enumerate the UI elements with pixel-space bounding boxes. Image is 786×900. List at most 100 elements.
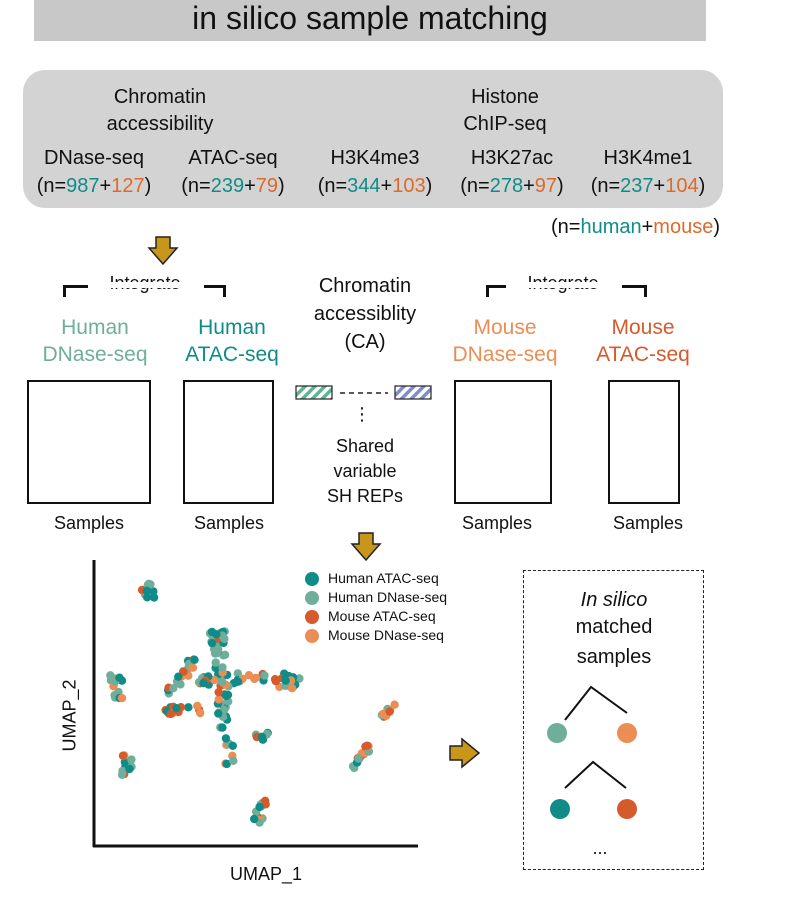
samples-label-4: Samples	[612, 513, 684, 533]
umap-point	[222, 691, 231, 701]
umap-point	[255, 802, 264, 812]
umap-point	[115, 673, 124, 682]
umap-point	[281, 676, 290, 685]
shared-features-icon	[295, 385, 432, 400]
legend-label: Human DNase-seq	[328, 589, 448, 605]
umap-point	[244, 671, 254, 680]
umap-point	[354, 754, 363, 763]
assay-count: (n=237+104)	[590, 175, 706, 197]
umap-point	[250, 814, 259, 824]
umap-point	[287, 684, 297, 693]
umap-point	[222, 759, 231, 769]
legend-label: Mouse ATAC-seq	[328, 608, 436, 624]
umap-xlabel: UMAP_1	[229, 864, 303, 884]
umap-ylabel: UMAP_2	[59, 679, 80, 752]
umap-point	[218, 723, 227, 732]
umap-point	[212, 648, 222, 658]
umap-point	[127, 755, 136, 764]
down-arrow-icon	[147, 236, 179, 266]
matched-tree-diagram	[547, 685, 637, 819]
umap-point	[257, 732, 267, 742]
umap-points	[106, 579, 399, 827]
umap-point	[233, 669, 242, 678]
umap-point	[184, 703, 193, 712]
assay-name: H3K27ac	[470, 147, 554, 169]
umap-point	[118, 766, 127, 776]
mouse-dnase-label: Mouse DNase-seq	[452, 316, 558, 366]
umap-point	[214, 709, 223, 718]
umap-point	[228, 741, 237, 750]
umap-point	[251, 673, 260, 683]
human-dnase-label: Human DNase-seq	[42, 316, 148, 366]
human-atac-label: Human ATAC-seq	[185, 316, 279, 366]
assay-count: (n=987+127)	[36, 175, 152, 197]
umap-point	[233, 677, 243, 686]
umap-point	[214, 688, 223, 697]
assay-count: (n=239+79)	[181, 175, 285, 197]
umap-point	[390, 700, 399, 709]
assay-name: H3K4me3	[330, 147, 420, 169]
umap-point	[174, 672, 183, 681]
umap-point	[179, 667, 188, 676]
matched-mouse-dnase-dot	[617, 723, 637, 743]
chromatin-group-label: Chromatin accessibility	[106, 86, 214, 135]
page-title: in silico sample matching	[192, 0, 548, 36]
shared-label: Shared variable SH REPs	[326, 436, 404, 506]
legend-marker	[305, 591, 319, 605]
assay-name: ATAC-seq	[188, 147, 278, 169]
umap-point	[271, 677, 281, 686]
samples-label-3: Samples	[461, 513, 533, 533]
umap-point	[118, 751, 128, 760]
umap-point	[106, 671, 115, 680]
umap-point	[176, 680, 185, 689]
umap-point	[190, 655, 199, 664]
umap-point	[220, 705, 229, 714]
matrix-human-atac	[183, 380, 274, 504]
legend-marker	[305, 572, 319, 586]
matched-human-dnase-dot	[547, 723, 567, 743]
umap-point	[196, 708, 205, 718]
legend-label: Mouse DNase-seq	[328, 627, 444, 643]
assay-name: H3K4me1	[603, 147, 693, 169]
legend-marker	[305, 629, 319, 643]
umap-point	[385, 707, 394, 716]
matched-title: matched samples	[575, 616, 653, 668]
matched-samples-panel	[523, 570, 704, 870]
umap-point	[363, 741, 372, 750]
assay-count: (n=344+103)	[317, 175, 433, 197]
umap-point	[166, 709, 175, 719]
right-arrow-icon	[449, 737, 481, 769]
matrix-human-dnase	[27, 380, 151, 504]
umap-point	[212, 630, 221, 639]
umap-point	[169, 684, 178, 693]
matrix-mouse-atac	[608, 380, 680, 504]
assay-summary-box	[23, 70, 723, 208]
title-bar	[34, 0, 706, 41]
umap-point	[125, 764, 134, 774]
umap-point	[295, 674, 304, 683]
assay-name: DNase-seq	[43, 147, 145, 169]
legend-marker	[305, 610, 319, 624]
mouse-atac-label: Mouse ATAC-seq	[596, 316, 690, 366]
umap-point	[199, 678, 208, 688]
umap-point	[211, 658, 220, 667]
samples-label-2: Samples	[193, 513, 265, 533]
matched-human-atac-dot	[550, 799, 570, 819]
n-legend: (n=human+mouse)	[550, 216, 720, 238]
umap-point	[214, 695, 223, 704]
umap-point	[221, 734, 231, 743]
legend-label: Human ATAC-seq	[328, 570, 439, 586]
umap-point	[188, 663, 198, 672]
umap-point	[149, 593, 159, 602]
n-legend-mouse: mouse	[653, 216, 714, 238]
umap-point	[143, 593, 152, 602]
vdots: ⋮	[353, 404, 371, 424]
umap-point	[218, 663, 227, 672]
umap-point	[142, 586, 152, 595]
n-legend-human: human	[580, 216, 642, 238]
umap-point	[207, 638, 217, 648]
assay-count: (n=278+97)	[460, 175, 564, 197]
umap-point	[117, 693, 127, 703]
matched-mouse-atac-dot	[617, 799, 637, 819]
samples-label-1: Samples	[53, 513, 125, 533]
